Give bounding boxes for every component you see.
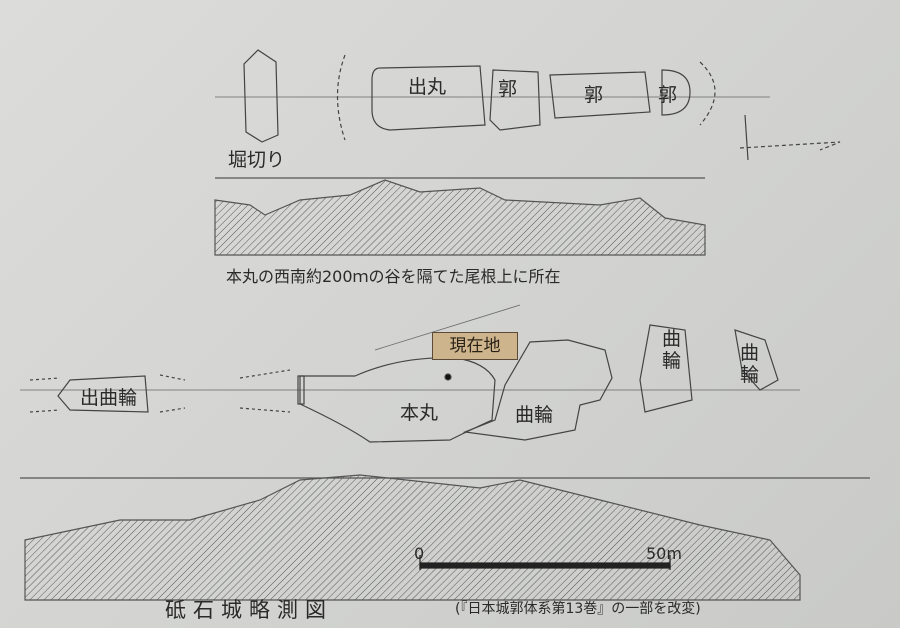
location-caption: 本丸の西南約200ｍの谷を隔てた尾根上に所在 [226, 267, 561, 286]
current-location-badge: 現在地 [432, 332, 518, 360]
enclosure-label: 出丸 [408, 76, 447, 98]
demaguruwa-outline [57, 375, 149, 413]
enclosure-label: 曲輪 [515, 404, 554, 426]
enclosure-label: 郭 [498, 78, 518, 100]
map-title: 砥石城略測図 [165, 598, 333, 622]
honmaru-outline [299, 357, 496, 443]
enclosure-label: 郭 [584, 84, 604, 106]
current-location-dot [444, 373, 452, 381]
enclosure-label: 本丸 [400, 402, 439, 424]
enclosure-label: 郭 [658, 84, 678, 106]
scale-start-label: 0 [414, 544, 425, 563]
moat-shape [243, 49, 279, 143]
upper-profile [214, 179, 706, 256]
enclosure-label: 曲輪 [740, 342, 760, 386]
moat-label: 堀切り [228, 149, 286, 171]
enclosure-label: 出曲輪 [80, 387, 138, 409]
lower-profile [24, 474, 801, 601]
kuruwa-outline [462, 339, 613, 441]
demaru-outline [371, 65, 486, 131]
enclosure-label: 曲輪 [662, 328, 682, 372]
scale-end-label: 50m [646, 544, 682, 563]
source-note: (『日本城郭体系第13巻』の一部を改変) [455, 601, 701, 617]
scale-bar [419, 562, 671, 569]
